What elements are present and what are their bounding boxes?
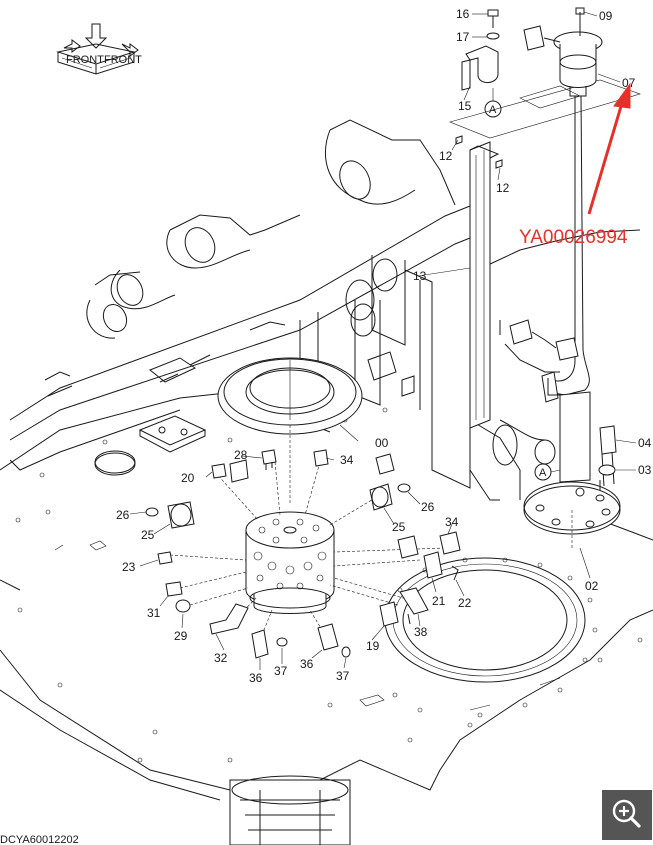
callout-07: 07: [622, 76, 636, 90]
callout-34-right: 34: [445, 515, 459, 529]
callout-15: 15: [458, 99, 472, 113]
highlight-part-number: YA00026994: [519, 227, 628, 248]
callout-13: 13: [413, 269, 427, 283]
highlight-pointer: YA00026994: [519, 82, 631, 248]
callout-37-left: 37: [274, 664, 288, 678]
orientation-front-text-1: FRONT: [66, 54, 104, 66]
callout-25-left: 25: [141, 528, 155, 542]
bracket-02: [523, 378, 621, 548]
zoom-in-icon: [612, 799, 641, 828]
callout-29: 29: [174, 629, 188, 643]
callout-28: 28: [234, 448, 248, 462]
duct-assembly: [449, 79, 641, 429]
document-code: DCYA60012202: [0, 834, 79, 845]
view-ref-a-bottom: A: [534, 463, 561, 481]
callout-22: 22: [458, 596, 472, 610]
clamp-parts: [461, 9, 500, 91]
rotary-joint: [169, 357, 446, 636]
callout-04: 04: [638, 436, 652, 450]
callout-03: 03: [638, 463, 652, 477]
view-ref-a-top: A: [484, 88, 502, 118]
view-ref-a-bottom-text: A: [539, 467, 547, 479]
callout-16: 16: [456, 7, 470, 21]
callout-26-left: 26: [116, 508, 130, 522]
callout-36-left: 36: [249, 671, 263, 685]
view-ref-a-top-text: A: [489, 104, 497, 116]
callout-17: 17: [456, 30, 470, 44]
callout-32: 32: [214, 651, 228, 665]
callout-38: 38: [414, 625, 428, 639]
callout-25-right: 25: [392, 520, 406, 534]
callout-labels: 16 09 17 15 07 12 12 13 04 03 00 28 34 2…: [116, 7, 652, 685]
callout-23: 23: [122, 560, 136, 574]
callout-09: 09: [599, 9, 613, 23]
callout-31: 31: [147, 606, 161, 620]
callout-19: 19: [366, 639, 380, 653]
callout-12-right: 12: [496, 181, 510, 195]
callout-37-right: 37: [336, 669, 350, 683]
callout-34-upper: 34: [340, 453, 354, 467]
orientation-front-text-2: FRONT: [104, 54, 142, 66]
sensor-assembly: [499, 7, 603, 403]
callout-26-right: 26: [421, 500, 435, 514]
callout-02: 02: [585, 579, 599, 593]
callout-00: 00: [375, 436, 389, 450]
zoom-button[interactable]: [602, 790, 652, 840]
fittings: [145, 449, 461, 659]
swivel-motor: [229, 775, 351, 845]
orientation-icon: FRONT FRONT: [56, 23, 142, 75]
callout-21: 21: [432, 594, 446, 608]
leader-lines: [129, 11, 637, 670]
callout-36-right: 36: [300, 657, 314, 671]
callout-12-left: 12: [439, 149, 453, 163]
callout-20: 20: [181, 471, 195, 485]
